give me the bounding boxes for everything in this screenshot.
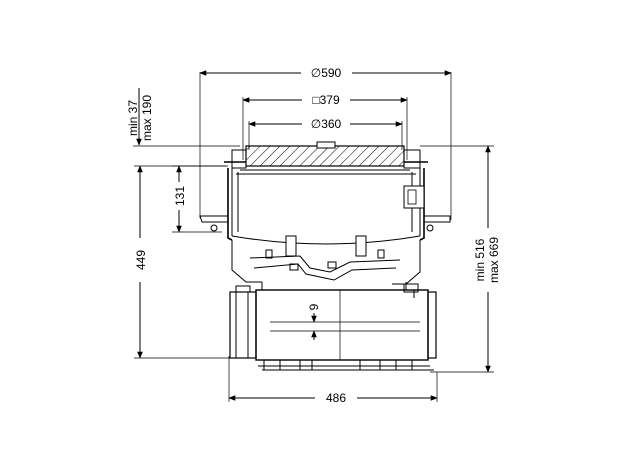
dim-379: □379 [242,93,408,160]
base-body [229,283,437,371]
svg-text:□379: □379 [312,93,340,107]
dim-9: 9 [270,303,420,340]
dim-486-label: 486 [326,391,346,405]
top-cover [224,141,428,169]
dim-360: ∅360 [248,117,403,150]
frame-body [199,166,451,245]
dim-379-label: 379 [320,93,340,107]
dim-9-label: 9 [307,303,321,310]
dim-131-label: 131 [173,186,187,206]
svg-text:∅360: ∅360 [311,117,342,131]
dim-590-label: 590 [321,66,341,80]
dim-install-depth: min 516 max 669 [420,145,501,373]
dim-449-label: 449 [134,250,148,270]
dim-131: 131 [172,165,228,233]
svg-text:∅590: ∅590 [311,66,342,80]
dim-adjust-min: min 37 [126,100,140,136]
dim-adjust: min 37 max 190 [126,88,240,147]
dim-590: ∅590 [199,66,452,220]
dim-486: 486 [228,356,438,405]
diameter-symbol: ∅ [311,66,321,80]
dim-install-min: min 516 [473,238,487,281]
dim-449: 449 [134,165,230,359]
dim-install-max: max 669 [487,237,501,283]
dim-adjust-max: max 190 [140,95,154,141]
square-symbol: □ [312,93,319,107]
dim-360-label: 360 [321,117,341,131]
